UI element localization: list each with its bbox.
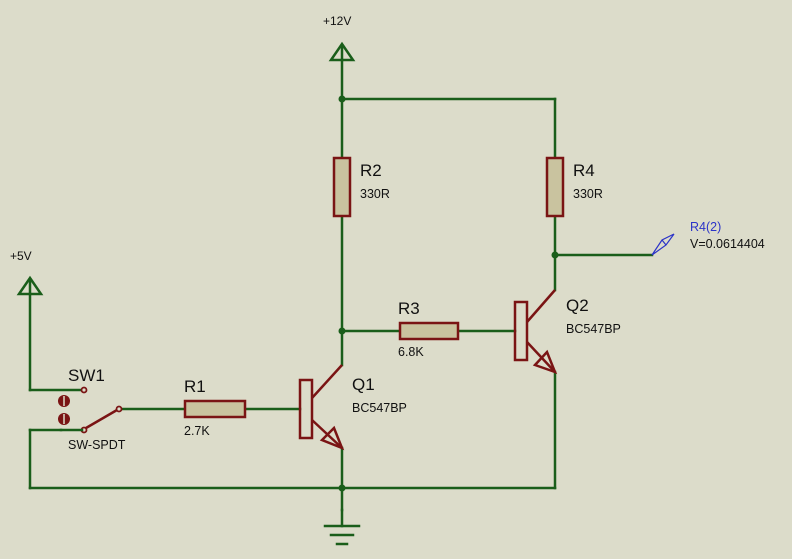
switch-sw1[interactable]: SW1 SW-SPDT [58,366,126,452]
transistor-q2[interactable]: Q2 BC547BP [513,289,621,375]
junction-dot [338,484,346,492]
r3-value: 6.8K [398,345,424,359]
r2-value: 330R [360,187,390,201]
resistor-r4[interactable]: R4 330R [545,156,603,218]
r1-value: 2.7K [184,424,210,438]
junctions [338,95,559,492]
vcc-5v-terminal[interactable]: +5V [10,249,44,296]
voltage-probe[interactable]: R4(2) V=0.0614404 [651,220,765,256]
q2-value: BC547BP [566,322,621,336]
r1-ref: R1 [184,377,206,396]
r3-ref: R3 [398,299,420,318]
junction-dot [338,327,346,335]
vcc-5v-label: +5V [10,249,32,263]
resistor-r3[interactable]: R3 6.8K [398,299,460,359]
junction-dot [338,95,346,103]
r4-value: 330R [573,187,603,201]
probe-reading: V=0.0614404 [690,237,765,251]
q1-ref: Q1 [352,375,375,394]
vcc-12v-label: +12V [323,14,351,28]
r2-ref: R2 [360,161,382,180]
ground-symbol[interactable] [323,508,361,546]
switch-toggle-button[interactable] [58,395,70,425]
q2-ref: Q2 [566,296,589,315]
r4-ref: R4 [573,161,595,180]
resistor-r2[interactable]: R2 330R [332,156,390,218]
sw1-value: SW-SPDT [68,438,126,452]
sw1-ref: SW1 [68,366,105,385]
wires [28,58,654,512]
probe-name: R4(2) [690,220,721,234]
resistor-r1[interactable]: R1 2.7K [183,377,247,438]
junction-dot [551,251,559,259]
transistor-q1[interactable]: Q1 BC547BP [298,364,407,451]
vcc-12v-terminal[interactable]: +12V [323,14,356,62]
q1-value: BC547BP [352,401,407,415]
